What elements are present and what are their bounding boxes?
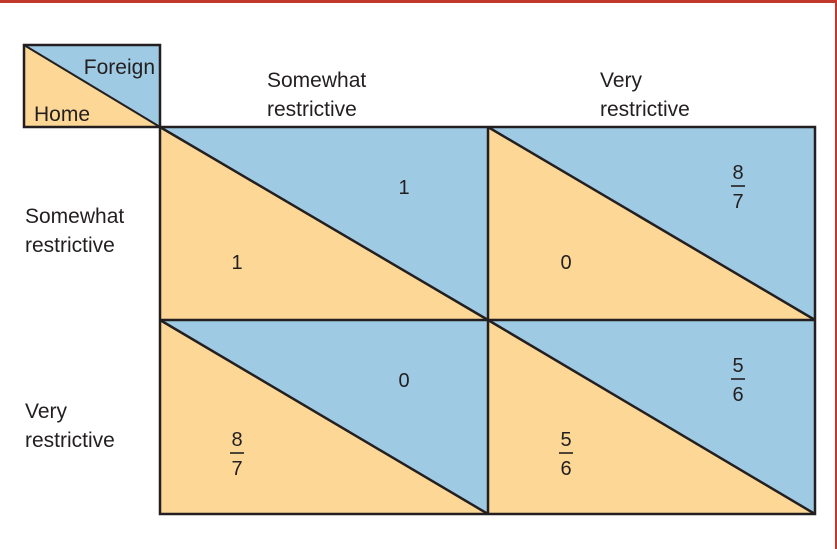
cell-home-fraction-numerator: 5 [560,429,571,451]
cell-foreign-fraction-denominator: 6 [732,384,743,406]
cell-foreign-payoff: 0 [398,370,409,392]
matrix-grid [158,125,817,516]
cell-foreign-fraction-denominator: 7 [732,191,743,213]
column-header-very-line2: restrictive [600,98,690,121]
cell-foreign-payoff: 1 [398,177,409,199]
cell-somewhat-very: 8 7 0 [487,125,816,322]
cell-very-somewhat: 0 8 7 [159,318,489,516]
row-header-very-line1: Very [25,400,68,423]
column-header-somewhat-line1: Somewhat [267,69,366,92]
row-header-somewhat-line1: Somewhat [25,205,124,228]
cell-home-fraction-numerator: 8 [231,429,242,451]
cell-home-fraction-denominator: 7 [231,458,242,480]
corner-home-label: Home [34,103,90,126]
row-header-very-line2: restrictive [25,429,115,452]
cell-foreign-fraction-numerator: 5 [732,355,743,377]
cell-home-payoff: 1 [231,252,242,274]
column-header-very-line1: Very [600,69,643,92]
cell-home-fraction-denominator: 6 [560,458,571,480]
corner-foreign-label: Foreign [84,56,155,79]
cell-somewhat-somewhat: 1 1 [159,125,489,322]
corner-legend: Foreign Home [22,43,162,129]
cell-home-payoff: 0 [560,252,571,274]
column-header-somewhat-line2: restrictive [267,98,357,121]
cell-foreign-fraction-numerator: 8 [732,162,743,184]
top-frame-line [0,0,837,3]
row-header-somewhat-line2: restrictive [25,234,115,257]
cell-very-very: 5 6 5 6 [487,318,816,516]
right-frame-line [835,0,837,549]
